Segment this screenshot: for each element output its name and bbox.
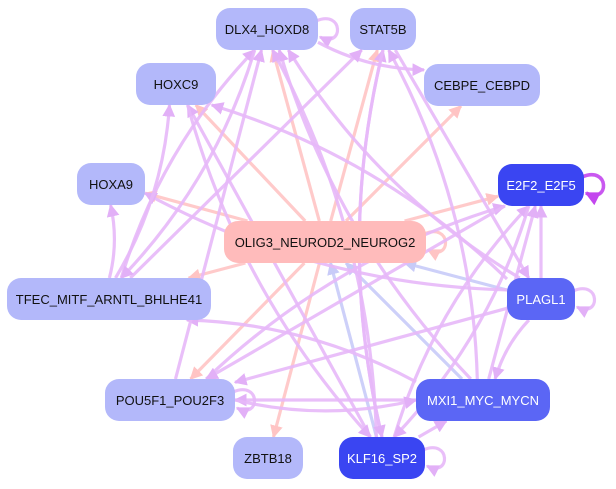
edge-dlx4_hoxd8-to-cebpe_cebpd <box>317 40 426 77</box>
node-dlx4-hoxd8[interactable]: DLX4_HOXD8 <box>216 8 318 50</box>
edge-klf16_sp2-to-hoxc9 <box>186 103 372 438</box>
node-label: POU5F1_POU2F3 <box>116 393 224 408</box>
edge-klf16_sp2-to-mxi1_myc_mycn <box>417 419 448 439</box>
node-label: DLX4_HOXD8 <box>225 22 310 37</box>
edge-olig3_neurod2_neurog2-to-zbtb18 <box>270 262 322 439</box>
node-box[interactable] <box>7 278 211 320</box>
edge-mxi1_myc_mycn-to-tfec_mitf_arntl_bhlhe41 <box>185 313 417 384</box>
node-pou5f1-pou2f3[interactable]: POU5F1_POU2F3 <box>105 379 235 421</box>
edge-pou5f1_pou2f3-to-dlx4_hoxd8 <box>173 48 265 380</box>
edge-stat5b-to-plagl1 <box>393 49 531 280</box>
node-mxi1-myc-mycn[interactable]: MXI1_MYC_MYCN <box>416 379 550 421</box>
edge-pou5f1_pou2f3-to-e2f2_e2f5 <box>205 203 507 381</box>
node-box[interactable] <box>424 64 540 106</box>
edge-plagl1-to-dlx4_hoxd8 <box>286 48 521 280</box>
node-box[interactable] <box>350 8 416 50</box>
node-label: TFEC_MITF_ARNTL_BHLHE41 <box>16 292 202 307</box>
edge-hoxc9-to-klf16_sp2 <box>186 104 372 439</box>
edge-e2f2_e2f5-to-pou5f1_pou2f3 <box>205 204 506 381</box>
edge-dlx4_hoxd8-to-dlx4_hoxd8 <box>315 17 340 48</box>
edge-olig3_neurod2_neurog2-to-hoxa9 <box>143 190 248 223</box>
edge-olig3_neurod2_neurog2-to-hoxc9 <box>194 103 307 223</box>
node-label: MXI1_MYC_MYCN <box>427 393 539 408</box>
node-label: OLIG3_NEUROD2_NEUROG2 <box>235 235 416 250</box>
node-zbtb18[interactable]: ZBTB18 <box>233 437 303 479</box>
node-label: KLF16_SP2 <box>347 451 417 466</box>
node-box[interactable] <box>507 278 575 320</box>
edge-tfec_mitf_arntl_bhlhe41-to-stat5b <box>129 48 363 280</box>
edge-tfec_mitf_arntl_bhlhe41-to-hoxc9 <box>114 103 176 279</box>
edge-dlx4_hoxd8-to-tfec_mitf_arntl_bhlhe41 <box>120 49 257 280</box>
edge-plagl1-to-hoxa9 <box>143 191 508 292</box>
nodes-layer: DLX4_HOXD8 STAT5B HOXC9 CEBPE_CEBPD HOXA9 E2F… <box>7 8 584 479</box>
edge-olig3_neurod2_neurog2-to-tfec_mitf_arntl_bhlhe41 <box>187 261 246 282</box>
node-cebpe-cebpd[interactable]: CEBPE_CEBPD <box>424 64 540 106</box>
node-box[interactable] <box>339 437 425 479</box>
node-box[interactable] <box>105 379 235 421</box>
node-e2f2-e2f5[interactable]: E2F2_E2F5 <box>498 164 584 206</box>
node-hoxc9[interactable]: HOXC9 <box>136 63 216 105</box>
edge-plagl1-to-plagl1 <box>572 287 597 318</box>
node-label: ZBTB18 <box>244 451 292 466</box>
node-box[interactable] <box>233 437 303 479</box>
node-hoxa9[interactable]: HOXA9 <box>77 163 145 205</box>
edge-pou5f1_pou2f3-to-mxi1_myc_mycn <box>234 396 418 413</box>
node-label: STAT5B <box>359 22 406 37</box>
edge-klf16_sp2-to-klf16_sp2 <box>422 446 447 477</box>
node-box[interactable] <box>77 163 145 205</box>
node-olig3-neurod2-neurog2[interactable]: OLIG3_NEUROD2_NEUROG2 <box>224 221 426 263</box>
edges-layer <box>106 17 606 477</box>
node-box[interactable] <box>498 164 584 206</box>
node-klf16-sp2[interactable]: KLF16_SP2 <box>339 437 425 479</box>
node-box[interactable] <box>416 379 550 421</box>
node-stat5b[interactable]: STAT5B <box>350 8 416 50</box>
node-label: E2F2_E2F5 <box>506 178 575 193</box>
node-label: CEBPE_CEBPD <box>434 78 530 93</box>
node-label: HOXC9 <box>154 77 199 92</box>
edge-e2f2_e2f5-to-e2f2_e2f5 <box>581 173 606 206</box>
edge-olig3_neurod2_neurog2-to-pou5f1_pou2f3 <box>189 261 306 381</box>
node-box[interactable] <box>136 63 216 105</box>
node-label: PLAGL1 <box>516 292 565 307</box>
edge-tfec_mitf_arntl_bhlhe41-to-hoxa9 <box>106 203 120 279</box>
node-tfec-mitf-arntl-bhlhe41[interactable]: TFEC_MITF_ARNTL_BHLHE41 <box>7 278 211 320</box>
node-box[interactable] <box>216 8 318 50</box>
node-box[interactable] <box>224 221 426 263</box>
edge-plagl1-to-mxi1_myc_mycn <box>492 318 531 381</box>
node-label: HOXA9 <box>89 177 133 192</box>
node-plagl1[interactable]: PLAGL1 <box>507 278 575 320</box>
